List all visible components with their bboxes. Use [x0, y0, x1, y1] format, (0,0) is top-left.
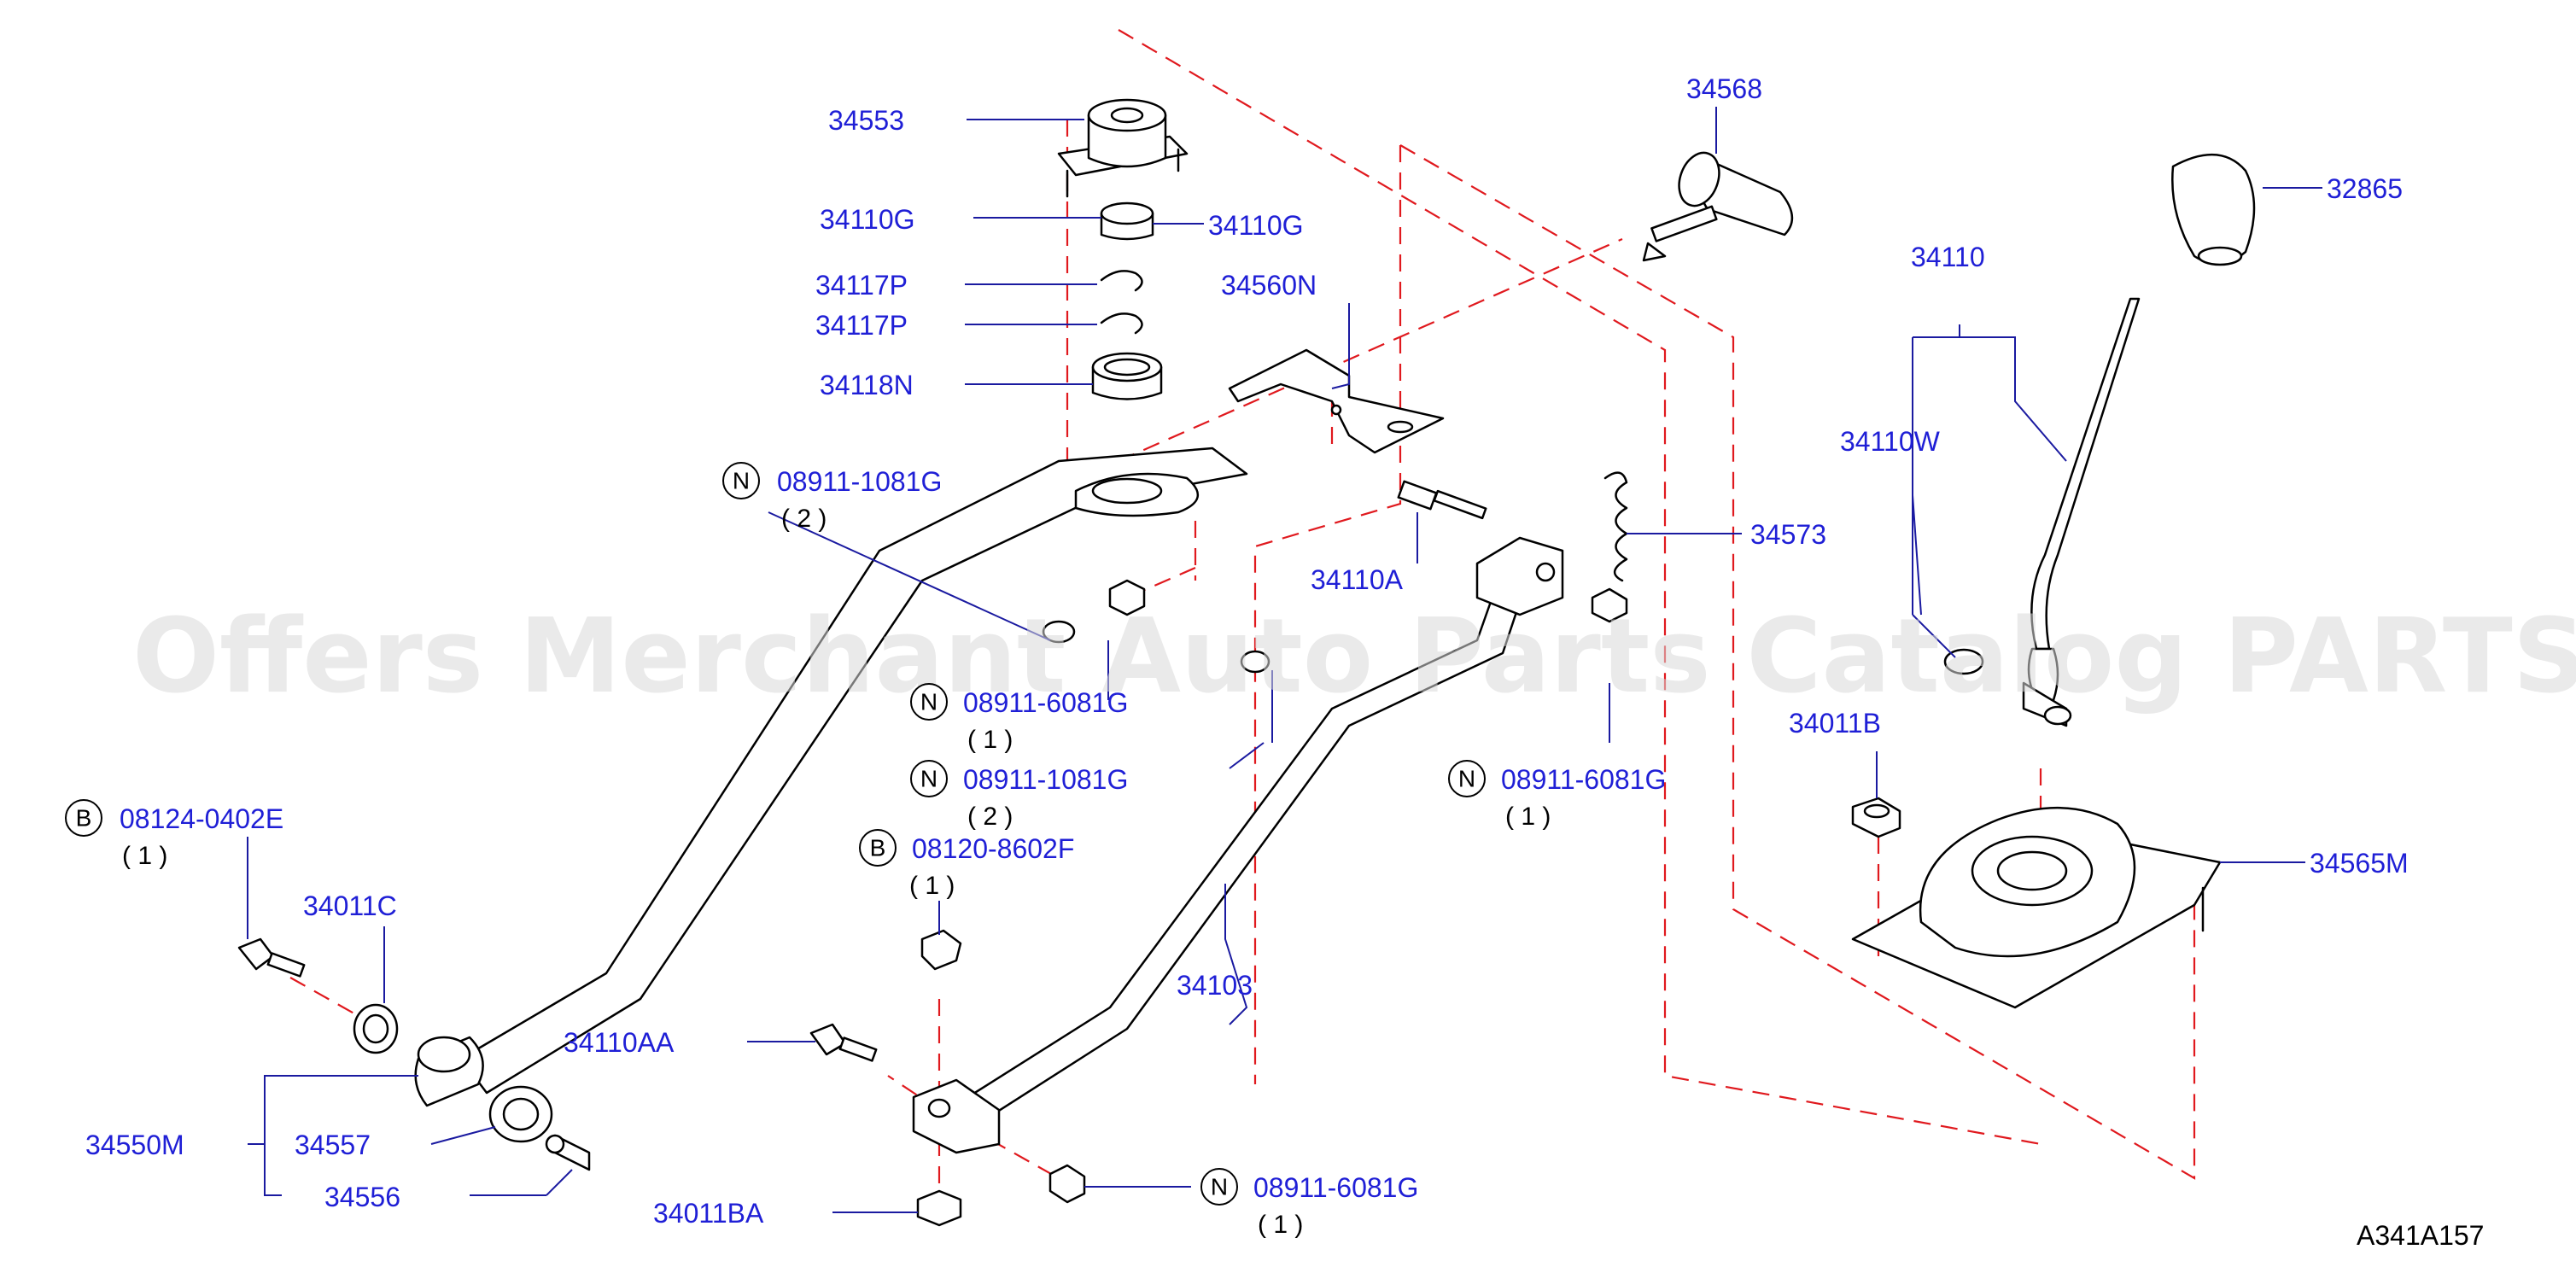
part-bolt-34110A: [1397, 480, 1487, 520]
part-handle-34568: [1642, 151, 1793, 262]
part-bolt-34110AA: [809, 1023, 878, 1062]
part-control-rod-34550M: [414, 447, 1248, 1107]
part-labels: 34553 34110G 34110G 34117P 34117P 34118N…: [85, 73, 2409, 1229]
fastener-code: 08911-6081G: [1501, 764, 1666, 795]
fastener-code: 08911-1081G: [777, 466, 942, 497]
label-34110A[interactable]: 34110A: [1311, 564, 1404, 595]
label-34110G-left[interactable]: 34110G: [820, 204, 915, 235]
fastener-code: 08911-1081G: [963, 764, 1128, 795]
prefix-circle: [1448, 760, 1486, 797]
label-32865[interactable]: 32865: [2327, 173, 2403, 204]
leader-lines: [247, 107, 2322, 1213]
part-bolt-08124: [237, 937, 306, 978]
prefix-circle: [1200, 1168, 1238, 1206]
label-34110AA[interactable]: 34110AA: [564, 1027, 675, 1058]
part-bracket-34560N: [1228, 348, 1445, 454]
fastener-08911-6081G-a[interactable]: N 08911-6081G ( 1 ): [910, 683, 1128, 754]
fastener-qty: ( 1 ): [122, 842, 167, 870]
fastener-qty: ( 1 ): [909, 872, 955, 900]
label-34565M[interactable]: 34565M: [2310, 848, 2409, 879]
label-34011B[interactable]: 34011B: [1789, 708, 1881, 739]
part-nut-34011B: [1851, 797, 1901, 838]
prefix-letter: N: [920, 766, 938, 792]
fastener-qty: ( 1 ): [1505, 803, 1551, 831]
prefix-letter: B: [870, 835, 886, 861]
prefix-letter: N: [1211, 1174, 1228, 1200]
label-34118N[interactable]: 34118N: [820, 370, 914, 400]
label-34560N[interactable]: 34560N: [1221, 270, 1317, 301]
fastener-qty: ( 1 ): [1258, 1211, 1303, 1239]
label-34117P-a[interactable]: 34117P: [815, 270, 908, 301]
prefix-letter: N: [1458, 766, 1475, 792]
part-nuts: [916, 579, 1628, 1227]
fastener-qty: ( 2 ): [781, 505, 827, 533]
prefix-letter: B: [76, 805, 92, 832]
part-bushing-34110G: [1100, 201, 1154, 241]
fastener-08120-8602F[interactable]: B 08120-8602F ( 1 ): [859, 829, 1074, 900]
label-34573[interactable]: 34573: [1750, 519, 1826, 550]
part-shift-knob-32865: [2171, 153, 2256, 266]
fastener-08911-6081G-c[interactable]: N 08911-6081G ( 1 ): [1200, 1168, 1418, 1239]
label-34011C[interactable]: 34011C: [303, 890, 397, 921]
fastener-08911-1081G-a[interactable]: N 08911-1081G ( 2 ): [722, 462, 942, 533]
label-34110W[interactable]: 34110W: [1840, 426, 1941, 457]
fastener-08911-6081G-b[interactable]: N 08911-6081G ( 1 ): [1448, 760, 1666, 831]
part-spring-34573: [1603, 471, 1628, 582]
fastener-code: 08911-6081G: [1253, 1172, 1418, 1203]
fastener-code: 08124-0402E: [120, 803, 283, 834]
part-washer-34011C: [353, 1003, 399, 1054]
label-34553[interactable]: 34553: [828, 105, 904, 136]
part-bushing-34557: [488, 1085, 553, 1143]
prefix-letter: N: [733, 468, 750, 494]
label-34117P-b[interactable]: 34117P: [815, 310, 908, 341]
label-34103[interactable]: 34103: [1177, 970, 1253, 1001]
part-clip-34117P: [1100, 270, 1143, 335]
diagram-reference: A341A157: [2357, 1220, 2484, 1251]
part-shifter-base-34565M: [1851, 806, 2222, 1009]
fastener-qty: ( 1 ): [967, 726, 1013, 754]
fastener-qty: ( 2 ): [967, 803, 1013, 831]
part-rod-34103: [912, 536, 1564, 1154]
fastener-08911-1081G-b[interactable]: N 08911-1081G ( 2 ): [910, 760, 1128, 831]
prefix-letter: N: [920, 689, 938, 715]
fastener-code: 08911-6081G: [963, 687, 1128, 718]
part-pin-34556: [545, 1134, 591, 1171]
part-shift-lever-34110: [2022, 297, 2141, 727]
label-34568[interactable]: 34568: [1686, 73, 1762, 104]
watermark: Offers Merchant Auto Parts Catalog PARTS…: [132, 598, 2576, 716]
part-bushing-housing-34553: [1057, 98, 1189, 198]
prefix-circle: [722, 462, 760, 499]
label-34011BA[interactable]: 34011BA: [653, 1198, 764, 1229]
prefix-circle: [65, 799, 102, 837]
fastener-08124-0402E[interactable]: B 08124-0402E ( 1 ): [65, 799, 283, 870]
label-34556[interactable]: 34556: [324, 1182, 400, 1212]
prefix-circle: [910, 683, 948, 721]
label-34550M[interactable]: 34550M: [85, 1130, 184, 1160]
label-34110[interactable]: 34110: [1911, 242, 1985, 272]
prefix-circle: [859, 829, 897, 867]
label-34110G-right[interactable]: 34110G: [1208, 210, 1304, 241]
part-bushing-34118N: [1091, 352, 1163, 400]
fastener-code: 08120-8602F: [912, 833, 1074, 864]
prefix-circle: [910, 760, 948, 797]
label-34557[interactable]: 34557: [295, 1130, 371, 1160]
